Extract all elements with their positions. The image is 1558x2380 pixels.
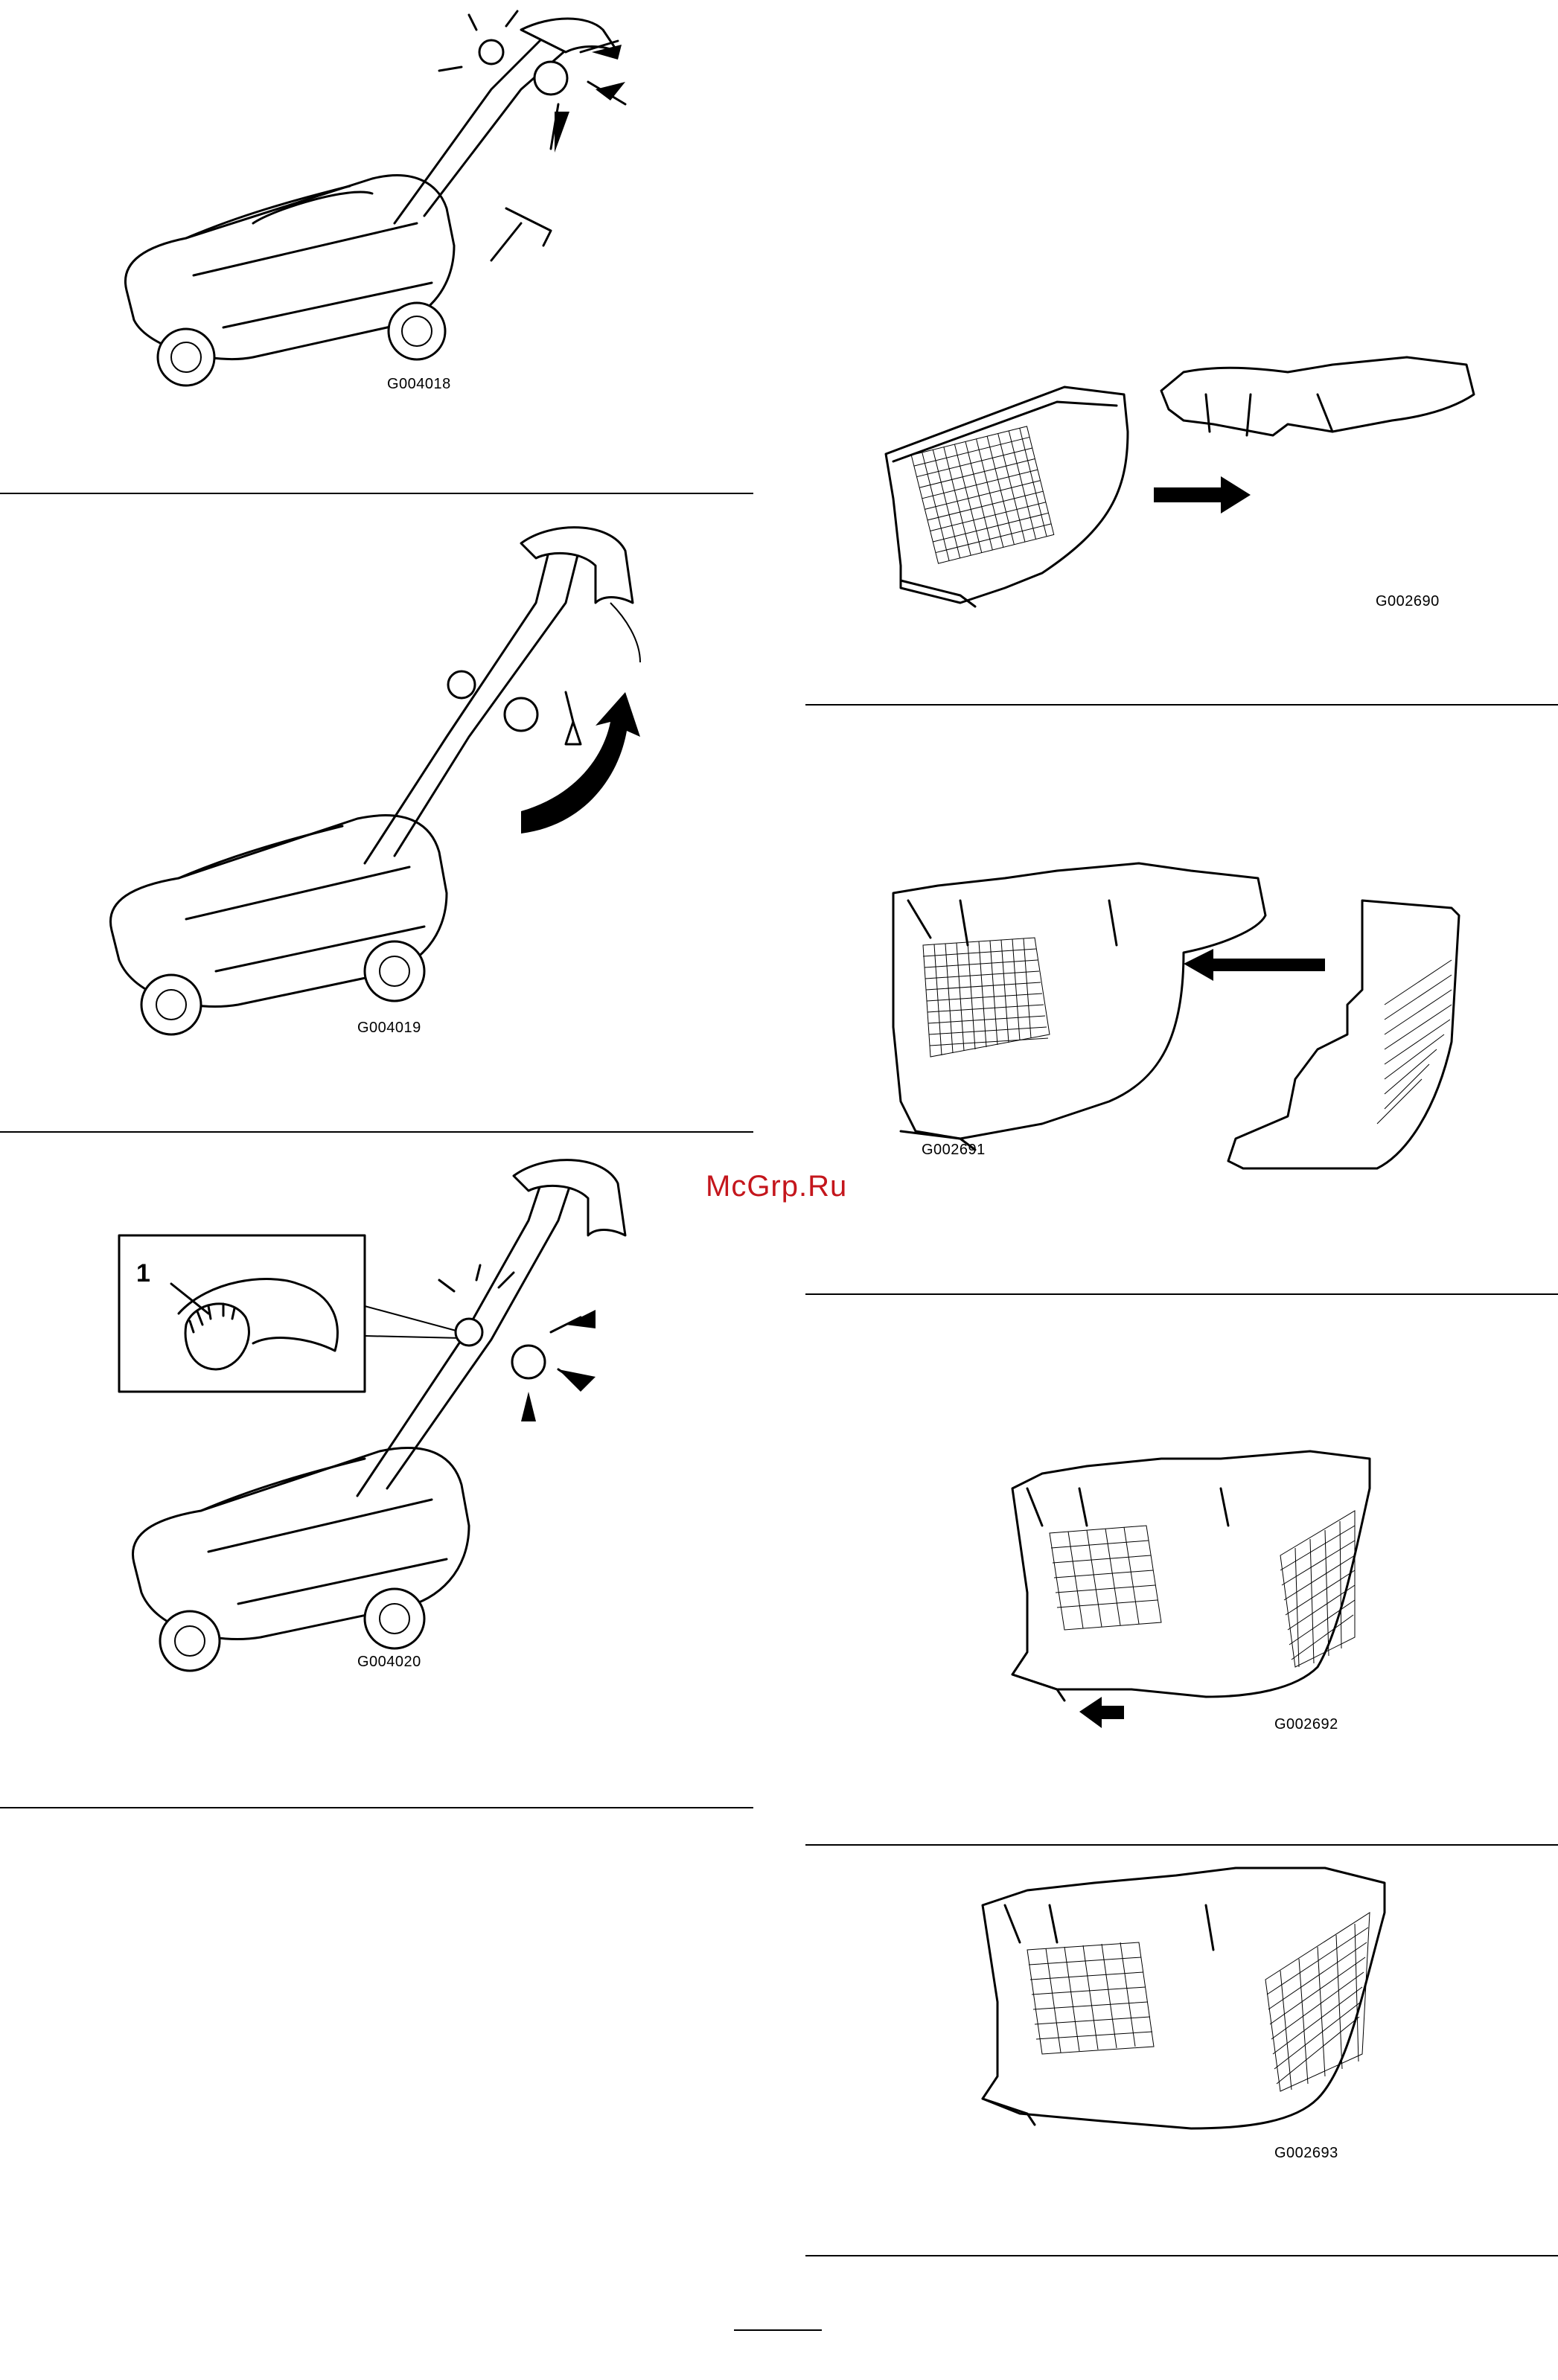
grass-bag-assembled-2 xyxy=(968,1853,1466,2181)
figure-id: G002692 xyxy=(1274,1716,1338,1733)
figure-g002690: G002690 xyxy=(871,350,1496,625)
assembly-arrow xyxy=(1154,476,1251,514)
figure-g002691: G002691 xyxy=(871,856,1496,1213)
mower-illustration-2 xyxy=(89,514,685,1049)
left-divider-3 xyxy=(0,1807,753,1808)
figure-id: G002691 xyxy=(922,1142,986,1159)
small-arrow xyxy=(1079,1697,1124,1728)
mower-illustration-1 xyxy=(104,0,655,417)
figure-id: G002690 xyxy=(1376,593,1440,610)
figure-g004019: G004019 xyxy=(89,514,685,1049)
figure-id: G004020 xyxy=(357,1654,421,1671)
figure-g002692: G002692 xyxy=(997,1444,1459,1756)
mower-illustration-3 xyxy=(112,1146,677,1682)
assembly-arrow xyxy=(1184,949,1325,981)
figure-g004020: 1 G004020 xyxy=(112,1146,677,1682)
callout-number: 1 xyxy=(136,1259,150,1288)
left-divider-1 xyxy=(0,493,753,494)
page-number-rule xyxy=(734,2329,822,2331)
right-divider-3 xyxy=(805,1844,1558,1846)
grass-bag-exploded-1 xyxy=(871,350,1496,625)
figure-id: G004019 xyxy=(357,1020,421,1037)
figure-g002693: G002693 xyxy=(968,1853,1466,2181)
grass-bag-assembled-1 xyxy=(997,1444,1459,1756)
left-divider-2 xyxy=(0,1131,753,1133)
figure-id: G002693 xyxy=(1274,2145,1338,2162)
right-divider-2 xyxy=(805,1293,1558,1295)
right-divider-4 xyxy=(805,2255,1558,2256)
grass-bag-exploded-2 xyxy=(871,856,1496,1213)
right-divider-1 xyxy=(805,704,1558,706)
figure-id: G004018 xyxy=(387,376,451,393)
watermark-text: McGrp.Ru xyxy=(706,1170,847,1203)
figure-g004018: G004018 xyxy=(104,0,655,417)
fold-arrow xyxy=(521,692,640,834)
